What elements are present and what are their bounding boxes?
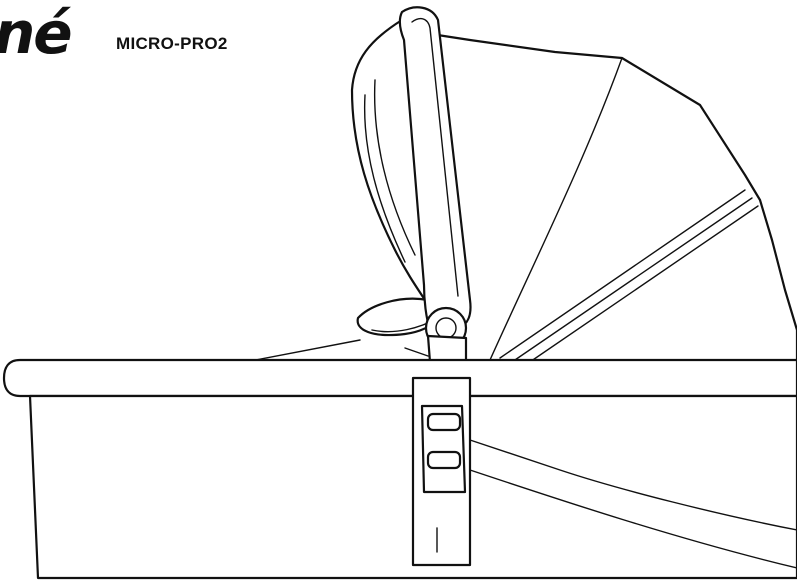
side-panel-line	[469, 439, 797, 531]
hood-piping-2	[511, 197, 753, 363]
apron-line-2	[404, 347, 429, 357]
strap-slot-upper	[426, 412, 462, 432]
hood-front-fold-inner	[373, 79, 416, 256]
side-panel-line-2	[469, 469, 797, 569]
apron-line	[244, 339, 361, 363]
hood-seam	[489, 57, 623, 361]
hood-piping	[499, 189, 746, 359]
model-name: MICRO-PRO2	[116, 34, 228, 53]
hood-front-fold-inner-2	[363, 94, 406, 263]
carry-handle-inner	[411, 17, 459, 297]
strap-slot-lower	[426, 450, 462, 470]
hub-mount	[426, 334, 468, 364]
cot-rim	[2, 358, 797, 398]
brand-logo: né	[0, 0, 73, 67]
hood-piping-3	[523, 205, 759, 367]
